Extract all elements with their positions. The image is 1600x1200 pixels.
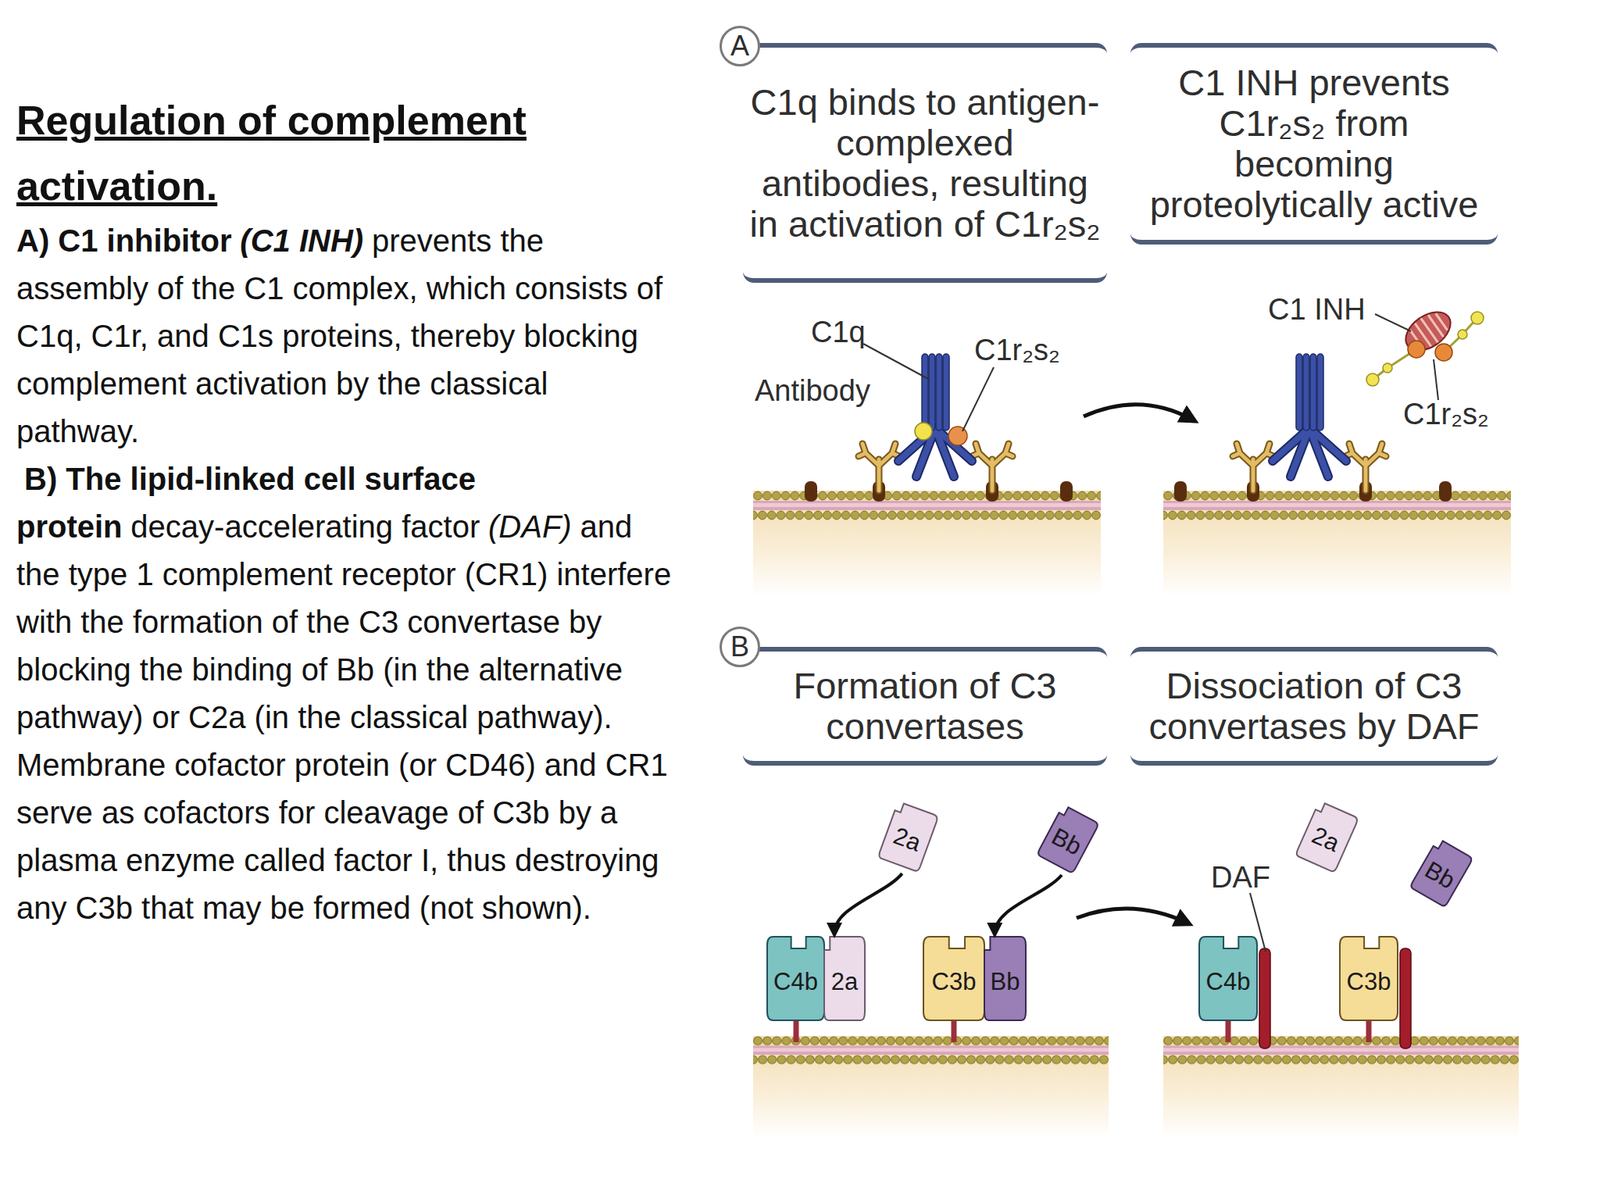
header-text: Dissociation of C3 convertases by DAF (1135, 665, 1493, 747)
protein-body (1036, 804, 1100, 874)
daf-protein (1400, 948, 1411, 1049)
protein-body (824, 936, 865, 1021)
protein-name: C4b (773, 961, 818, 997)
legend-phrase: decay-accelerating factor (130, 509, 480, 544)
legend-paragraph: A) C1 inhibitor(C1 INH)prevents the asse… (16, 217, 677, 456)
antibody (1272, 353, 1347, 477)
antigen (858, 443, 900, 491)
part-label: C1q (810, 314, 866, 350)
protein-shape: 2a (824, 936, 865, 1021)
protein-shape: C3b (923, 936, 985, 1021)
header-box: C1q binds to antigen-complexed antibodie… (742, 42, 1108, 283)
protein-body (767, 936, 825, 1021)
protein-body (923, 936, 985, 1021)
transition-arrow (1083, 404, 1194, 421)
surface-protein (1174, 481, 1187, 502)
protein-body (1199, 936, 1258, 1021)
protein-shape: C4b (1199, 936, 1258, 1021)
c1s-sphere (1407, 340, 1425, 358)
protein-shape: 2a (878, 801, 940, 872)
legend-phrase: (DAF) (488, 509, 572, 544)
c1r-sphere (914, 422, 933, 440)
protein-body (1295, 800, 1359, 873)
legend-paragraph: B) The lipid-linked cell surface protein… (16, 455, 677, 933)
leader-line (863, 343, 930, 380)
legend-phrase: (C1 INH) (239, 223, 364, 258)
part-label: C1r₂s₂ (974, 332, 1061, 368)
protein-shape: 2a (1295, 800, 1359, 873)
legend-phrase: and the type 1 complement receptor (CR1)… (16, 509, 672, 925)
cell-membrane (1163, 490, 1511, 597)
anchor-stalk (793, 1018, 800, 1043)
leader-line (962, 367, 994, 432)
anchor-stalk (1225, 1018, 1232, 1043)
protein-name: Bb (990, 961, 1021, 997)
panel-marker: A (719, 25, 761, 67)
legend-text: A) C1 inhibitor(C1 INH)prevents the asse… (16, 217, 677, 933)
panel-letter: A (730, 30, 750, 62)
panel-marker: B (719, 626, 761, 668)
protein-shape: C3b (1339, 936, 1398, 1021)
protein-body (1339, 936, 1398, 1021)
c1r-sphere (1366, 373, 1379, 386)
protein-body (878, 801, 940, 872)
protein-shape: C4b (767, 936, 825, 1021)
header-text: C1 INH prevents C1r₂s₂ from becoming pro… (1135, 62, 1493, 225)
part-label: Antibody (754, 373, 871, 408)
cell-membrane (753, 1035, 1109, 1138)
part-label: DAF (1210, 860, 1271, 895)
antigen (1345, 443, 1386, 491)
antibody (898, 353, 972, 477)
c1s-sphere (948, 426, 968, 446)
protein-shape: Bb (1036, 804, 1100, 874)
header-box: Dissociation of C3 convertases by DAF (1130, 646, 1498, 766)
protein-body (1409, 838, 1473, 908)
c1r-sphere (1471, 311, 1484, 325)
header-box: Formation of C3 convertases (742, 646, 1108, 766)
header-box: C1 INH prevents C1r₂s₂ from becoming pro… (1130, 42, 1498, 245)
part-label: C1r₂s₂ (1403, 396, 1490, 432)
protein-body (984, 936, 1026, 1021)
protein-name: C3b (1346, 961, 1392, 997)
leader-line (1375, 314, 1411, 332)
anchor-stalk (1366, 1018, 1372, 1043)
arrow-connector (834, 873, 903, 934)
panel-letter: B (730, 631, 750, 663)
arrow-connector (994, 875, 1062, 934)
protein-name: 2a (831, 961, 858, 997)
surface-protein (1060, 481, 1073, 502)
protein-shape: Bb (1409, 838, 1473, 908)
cell-membrane (1163, 1035, 1519, 1138)
c1r-sphere (1382, 363, 1393, 373)
daf-protein (1259, 948, 1271, 1049)
antigen (971, 443, 1013, 491)
protein-name: C3b (932, 961, 977, 997)
header-text: C1q binds to antigen-complexed antibodie… (747, 82, 1103, 245)
c1r-sphere (1457, 329, 1468, 340)
protein-shape: Bb (984, 936, 1026, 1021)
legend-phrase: A) C1 inhibitor (16, 223, 233, 258)
cell-membrane (753, 490, 1101, 597)
protein-name: C4b (1206, 961, 1251, 997)
figure-title: Regulation of complement activation. (16, 87, 642, 219)
surface-protein (804, 481, 818, 502)
leader-line (1433, 359, 1439, 400)
header-text: Formation of C3 convertases (747, 665, 1103, 747)
antigen (1232, 443, 1274, 491)
surface-protein (1439, 481, 1452, 502)
transition-arrow (1076, 908, 1189, 924)
anchor-stalk (951, 1018, 958, 1043)
c1s-sphere (1435, 343, 1453, 361)
part-label: C1 INH (1267, 292, 1366, 327)
